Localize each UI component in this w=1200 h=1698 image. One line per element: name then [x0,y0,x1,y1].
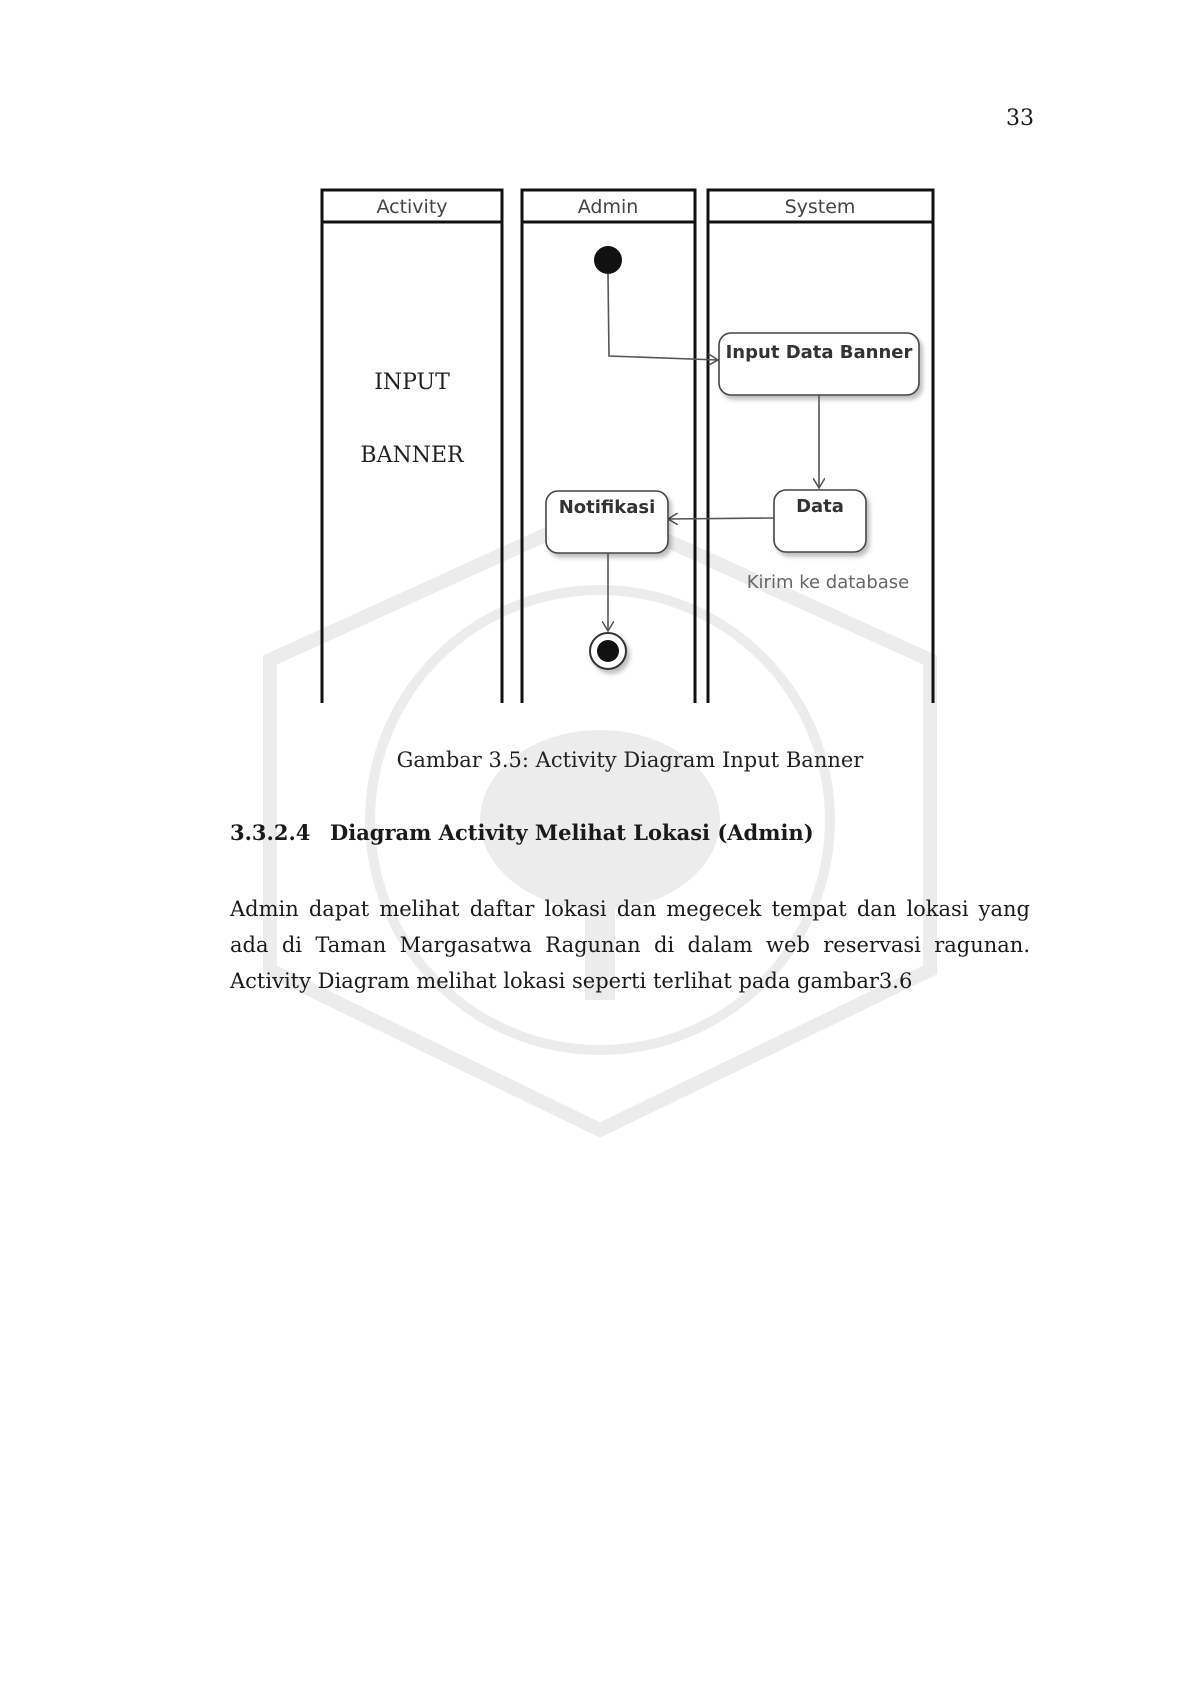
lane-system: System [706,188,935,703]
section-title: Diagram Activity Melihat Lokasi (Admin) [330,820,814,845]
action-data: Data [773,489,867,553]
activity-name-line2: BANNER [360,443,465,468]
section-heading: 3.3.2.4 Diagram Activity Melihat Lokasi (… [230,820,814,845]
data-label: Data [796,496,844,517]
notifikasi-label: Notifikasi [559,497,656,518]
flow-data-to-notifikasi [668,518,775,519]
body-paragraph: Admin dapat melihat daftar lokasi dan me… [230,897,1030,993]
lane-title-system: System [785,196,856,218]
lane-admin: Admin [520,188,697,703]
lane-title-activity: Activity [376,196,447,218]
kirim-ke-database-note: Kirim ke database [747,572,910,593]
action-notifikasi: Notifikasi [545,490,669,554]
input-data-banner-label: Input Data Banner [726,342,913,363]
figure-caption: Gambar 3.5: Activity Diagram Input Banne… [396,748,864,772]
initial-node [594,246,622,274]
activity-diagram-figure: Activity INPUT BANNER Admin System Input… [310,188,950,722]
lane-title-admin: Admin [578,196,639,218]
final-node [589,632,627,670]
university-seal-watermark [263,502,937,1138]
lane-activity: Activity INPUT BANNER [320,188,504,703]
section-number: 3.3.2.4 [230,820,311,845]
activity-name-line1: INPUT [374,370,450,395]
flow-start-to-input [607,273,718,360]
page-number: 33 [1006,106,1034,131]
action-input-data-banner: Input Data Banner [718,332,920,396]
